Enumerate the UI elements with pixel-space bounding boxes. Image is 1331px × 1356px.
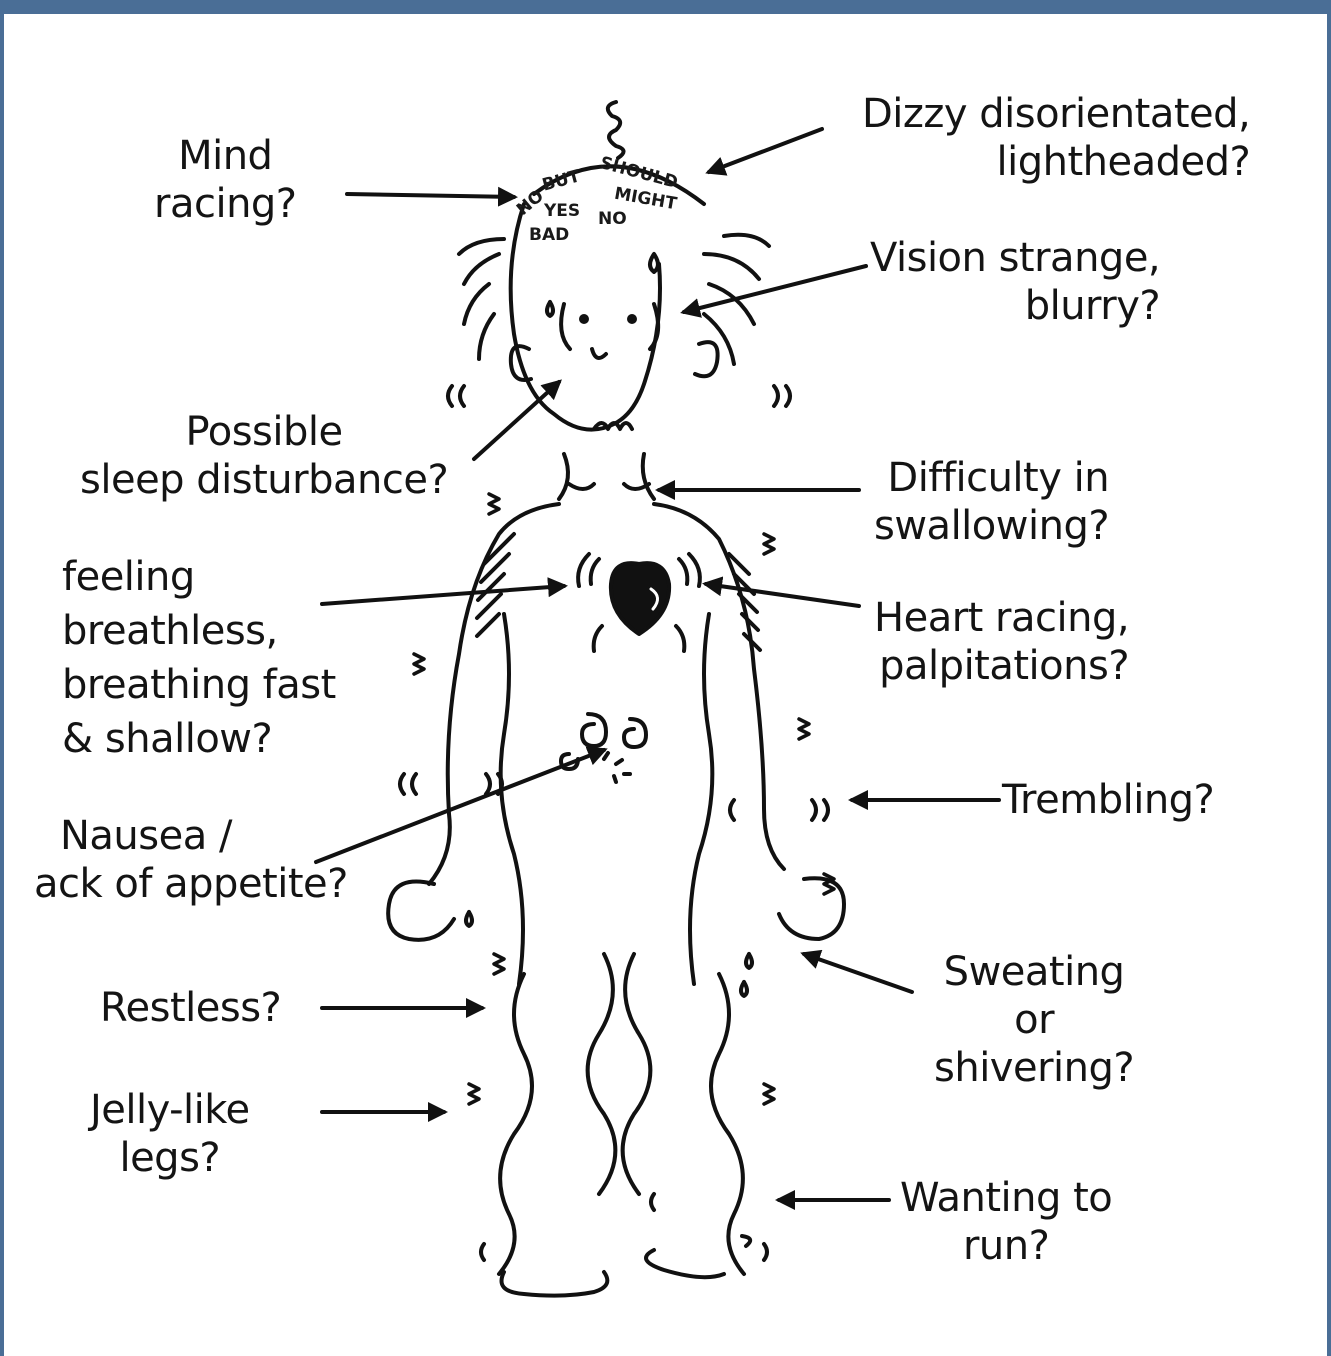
label-sweating: Sweatingorshivering?	[934, 948, 1134, 1092]
label-run: Wanting torun?	[900, 1174, 1112, 1270]
illustration-page: NO BUT SHOULD YES MIGHT NO BAD Mindracin…	[4, 14, 1327, 1356]
label-sleep: Possiblesleep disturbance?	[80, 408, 448, 504]
stomach-swirl-icon	[561, 714, 646, 782]
label-vision: Vision strange,blurry?	[870, 234, 1160, 330]
label-jelly-legs: Jelly-likelegs?	[90, 1086, 250, 1182]
arrow-breathless	[322, 586, 564, 604]
label-heart: Heart racing,palpitations?	[874, 594, 1129, 690]
figure-neck	[559, 454, 654, 499]
heart-icon	[578, 554, 700, 651]
arrow-sweating	[804, 954, 912, 992]
arrow-nausea	[316, 750, 604, 862]
label-trembling: Trembling?	[1002, 776, 1214, 824]
label-swallowing: Difficulty inswallowing?	[874, 454, 1109, 550]
label-breathless: feelingbreathless,breathing fast& shallo…	[62, 550, 336, 766]
label-restless: Restless?	[100, 984, 281, 1032]
arrow-mind	[347, 194, 514, 197]
arrow-heart	[706, 584, 859, 606]
label-nausea: Nausea /ack of appetite?	[34, 812, 348, 908]
arrow-sleep	[474, 382, 559, 459]
head-word-no-2: NO	[598, 210, 627, 228]
head-word-bad: BAD	[529, 226, 569, 244]
arrow-dizzy	[709, 129, 822, 172]
figure-legs	[481, 954, 767, 1296]
head-word-yes: YES	[544, 202, 580, 220]
hair-swirl	[608, 102, 624, 158]
label-mind-racing: Mindracing?	[154, 132, 297, 228]
label-dizzy: Dizzy disorientated,lightheaded?	[862, 90, 1250, 186]
arrow-vision	[684, 266, 866, 312]
